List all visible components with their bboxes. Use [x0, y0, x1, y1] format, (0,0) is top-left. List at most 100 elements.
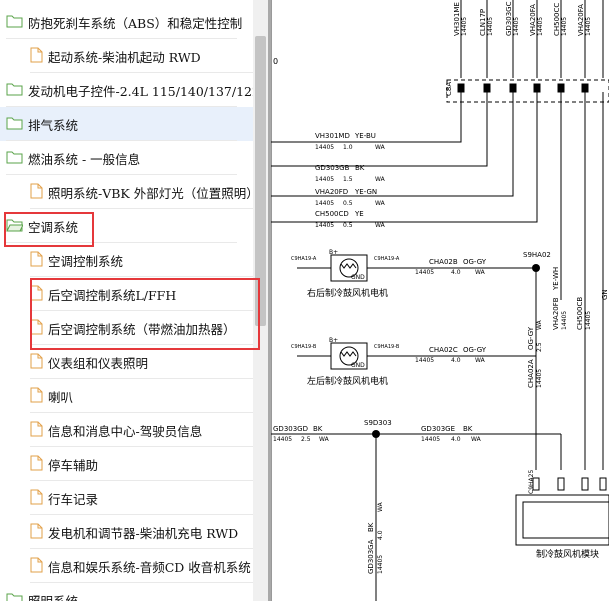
diagram-label: WA	[375, 176, 386, 183]
diagram-label: 14405	[315, 144, 334, 151]
connector-label: C9HA19-B	[291, 344, 317, 350]
tree-item-label: 停车辅助	[48, 457, 99, 473]
diagram-label: 14405	[415, 269, 434, 276]
tree-item-label: 防抱死刹车系统（ABS）和稳定性控制	[28, 15, 243, 31]
connector-label: C9HA25	[528, 470, 535, 494]
tree-item-label: 空调系统	[28, 219, 79, 235]
diagram-label: 4.0	[451, 357, 461, 364]
tree-item-label: 照明系统	[28, 593, 79, 602]
wire-color-label: OG-GY	[463, 258, 487, 266]
tree-item-document[interactable]: 信息和消息中心-驾驶员信息	[0, 413, 253, 447]
tree-item-label: 信息和娱乐系统-音频CD 收音机系统	[48, 559, 251, 575]
diagram-label: 1.5	[343, 176, 353, 183]
tree-item-document[interactable]: 后空调控制系统L/FFH	[0, 277, 253, 311]
tree-item-label: 后空调控制系统（带燃油加热器）	[48, 321, 236, 337]
diagram-label: GD303GD	[273, 425, 308, 433]
tree-item-label: 发动机电子控件-2.4L 115/140/137/122 PS	[28, 83, 253, 99]
document-icon	[30, 183, 43, 202]
tree-item-document[interactable]: 空调控制系统	[0, 243, 253, 277]
tree-item-folder[interactable]: 防抱死刹车系统（ABS）和稳定性控制	[0, 5, 253, 39]
wire-id-label: CH500CD	[315, 210, 349, 218]
document-icon	[30, 489, 43, 508]
wire-id-label: CHA02C	[429, 346, 458, 354]
tree-panel: 防抱死刹车系统（ABS）和稳定性控制起动系统-柴油机起动 RWD 发动机电子控件-…	[0, 0, 253, 601]
diagram-label: 1.0	[343, 144, 353, 151]
tree-item-document[interactable]: 喇叭	[0, 379, 253, 413]
diagram-label: 2.5	[536, 342, 543, 352]
panel-splitter[interactable]	[268, 0, 271, 601]
wire-id-label: VH301MD	[315, 132, 350, 140]
diagram-label: 0.5	[343, 222, 353, 229]
highlight-box	[30, 278, 260, 350]
splice-label: S9D303	[364, 419, 392, 427]
diagram-label: OG-GY	[527, 326, 535, 350]
tree-item-document[interactable]: 后空调控制系统（带燃油加热器）	[0, 311, 253, 345]
diagram-label: WA	[536, 319, 543, 330]
folder-icon	[6, 116, 23, 133]
wire-id-label: CHA02B	[429, 258, 458, 266]
diagram-label: WA	[471, 436, 482, 443]
diagram-label: 0.5	[343, 200, 353, 207]
tree-item-document[interactable]: 行车记录	[0, 481, 253, 515]
tree-item-label: 仪表组和仪表照明	[48, 355, 149, 371]
connector-label: C9HA19-A	[291, 256, 317, 262]
wire-color-label: YE-BU	[354, 132, 376, 140]
tree-item-folder[interactable]: 排气系统	[0, 107, 253, 141]
tree-item-label: 排气系统	[28, 117, 79, 133]
tree-item-folder[interactable]: 空调系统	[0, 209, 253, 243]
tree-scrollbar[interactable]	[253, 0, 268, 601]
document-icon	[30, 523, 43, 542]
diagram-label: 14405	[315, 176, 334, 183]
wire-id-label: 14405	[487, 17, 494, 36]
document-icon	[30, 387, 43, 406]
tree-item-document[interactable]: 发电机和调节器-柴油机充电 RWD	[0, 515, 253, 549]
diagram-label: 14405	[377, 555, 384, 574]
tree-item-label: 后空调控制系统L/FFH	[48, 287, 177, 303]
motor-caption: 右后制冷鼓风机电机	[307, 287, 388, 299]
tree-item-document[interactable]: 停车辅助	[0, 447, 253, 481]
diagram-label: 14405	[315, 222, 334, 229]
tree-item-document[interactable]: 照明系统-VBK 外部灯光（位置照明）	[0, 175, 253, 209]
diagram-label: 14405	[421, 436, 440, 443]
tree-item-label: 照明系统-VBK 外部灯光（位置照明）	[48, 185, 253, 201]
diagram-label: WA	[475, 269, 486, 276]
wire-id-label: VHA20FA	[529, 4, 537, 36]
wire-id-label: CLN17P	[479, 9, 487, 36]
diagram-label: BK	[313, 425, 323, 433]
diagram-label: WA	[375, 200, 386, 207]
wire-id-label: CH500CC	[553, 3, 561, 36]
tree-item-folder[interactable]: 发动机电子控件-2.4L 115/140/137/122 PS	[0, 73, 253, 107]
scrollbar-thumb[interactable]	[255, 36, 266, 326]
document-icon	[30, 251, 43, 270]
diagram-label: GND	[351, 362, 365, 369]
diagram-label: BK	[463, 425, 473, 433]
diagram-label: WA	[375, 222, 386, 229]
wire-id-label: GD303GC	[505, 1, 513, 36]
diagram-label: B+	[329, 249, 338, 256]
diagram-label: 4.0	[451, 436, 461, 443]
diagram-label: GD303GE	[421, 425, 455, 433]
wire-id-label: VHA20FD	[315, 188, 348, 196]
document-icon	[30, 557, 43, 576]
diagram-label: VHA20FB	[552, 297, 560, 330]
tree-item-document[interactable]: 起动系统-柴油机起动 RWD	[0, 39, 253, 73]
tree-item-label: 行车记录	[48, 491, 99, 507]
tree-item-label: 空调控制系统	[48, 253, 124, 269]
diagram-label: 14405	[273, 436, 292, 443]
tree-item-document[interactable]: 信息和娱乐系统-音频CD 收音机系统	[0, 549, 253, 583]
diagram-label: WA	[375, 144, 386, 151]
folder-icon	[6, 592, 23, 601]
tree-item-folder[interactable]: 燃油系统 - 一般信息	[0, 141, 253, 175]
diagram-label: WA	[377, 501, 384, 512]
svg-text:C8A: C8A	[445, 82, 453, 96]
diagram-label: GN	[601, 289, 609, 300]
diagram-label: 14405	[315, 200, 334, 207]
tree-item-folder[interactable]: 照明系统	[0, 583, 253, 601]
diagram-label: WA	[319, 436, 330, 443]
wire-id-label: VHA20FA	[577, 4, 585, 36]
tree-item-document[interactable]: 仪表组和仪表照明	[0, 345, 253, 379]
document-icon	[30, 353, 43, 372]
wire-id-label: GD303GB	[315, 164, 350, 172]
